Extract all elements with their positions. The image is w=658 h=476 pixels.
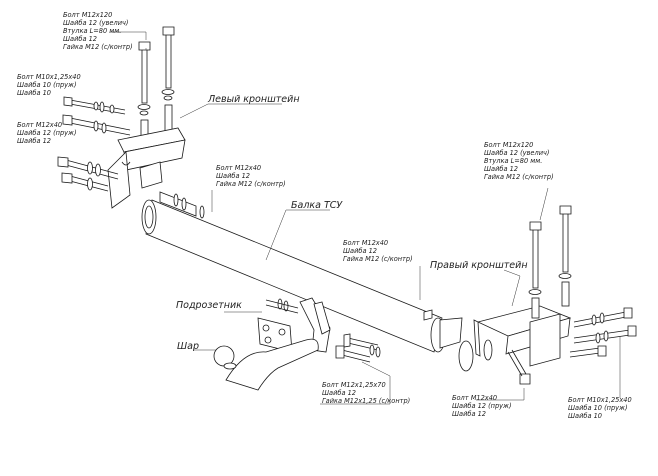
label-line: Шайба 12 [216,172,250,181]
label-line: Болт М12х40 [216,164,262,172]
label-line: Втулка L=80 мм. [63,27,122,36]
label-line: Шайба 12 [17,137,51,146]
label-line: Болт М12х1,25х70 [322,381,386,389]
label-line: Шайба 12 (пруж) [17,129,77,138]
hitch-beam [141,191,463,353]
label-line: Шайба 12 (увелич) [63,19,129,28]
label-right-low-bolts-a: Болт М12х40 Шайба 12 (пруж) Шайба 12 [452,394,512,418]
label-line: Шайба 10 [568,412,602,421]
label-line: Болт М10х1,25х40 [17,73,81,81]
label-beam-mid-bolts: Болт М12х40 Шайба 12 Гайка М12 (с/контр) [343,239,413,263]
label-line: Шайба 12 [343,247,377,256]
label-line: Болт М12х40 [343,239,389,247]
right-side-bolts [507,307,637,385]
label-line: Шайба 12 [452,410,486,419]
label-line: Гайка М12 (с/контр) [343,255,413,264]
left-side-bolts [57,96,131,192]
label-left-side-bolts-b: Болт М12х40 Шайба 12 (пруж) Шайба 12 [17,121,77,145]
label-line: Шайба 12 [484,165,518,174]
label-line: Болт М12х120 [484,141,534,149]
label-ball-bolts: Болт М12х1,25х70 Шайба 12 Гайка М12х1,25… [322,381,410,405]
label-line: Шайба 10 (пруж) [17,81,77,90]
label-tow-ball: Шар [177,341,200,352]
leader-lines [110,31,621,405]
label-line: Гайка М12 (с/контр) [484,173,554,182]
label-line: Шайба 12 [63,35,97,44]
label-line: Болт М12х40 [452,394,498,402]
label-line: Гайка М12х1,25 (с/контр) [322,397,411,406]
label-line: Гайка М12 (с/контр) [63,43,133,52]
label-beam-end-bolts: Болт М12х40 Шайба 12 Гайка М12 (с/контр) [216,164,286,188]
label-line: Болт М12х120 [63,11,113,19]
label-top-bolt-set: Болт М12х120 Шайба 12 (увелич) Втулка L=… [63,11,133,51]
ball-assembly [213,297,381,391]
label-line: Шайба 12 (увелич) [484,149,550,158]
label-left-bracket: Левый кронштейн [208,94,300,105]
label-beam: Балка ТСУ [291,200,343,211]
label-line: Шайба 10 [17,89,51,98]
label-left-side-bolts-a: Болт М10х1,25х40 Шайба 10 (пруж) Шайба 1… [17,73,81,97]
label-line: Шайба 12 (пруж) [452,402,512,411]
label-right-top-bolts: Болт М12х120 Шайба 12 (увелич) Втулка L=… [484,141,554,181]
label-line: Втулка L=80 мм. [484,157,543,166]
label-line: Гайка М12 (с/контр) [216,180,286,189]
left-bracket [107,127,186,209]
label-line: Шайба 12 [322,389,356,398]
right-bracket [458,205,572,372]
label-right-low-bolts-b: Болт М10х1,25х40 Шайба 10 (пруж) Шайба 1… [568,396,632,420]
label-right-bracket: Правый кронштейн [430,260,528,271]
label-line: Болт М10х1,25х40 [568,396,632,404]
left-top-bolts [137,26,175,153]
label-line: Шайба 10 (пруж) [568,404,628,413]
label-line: Болт М12х40 [17,121,63,129]
label-socket-plate: Подрозетник [176,300,242,311]
